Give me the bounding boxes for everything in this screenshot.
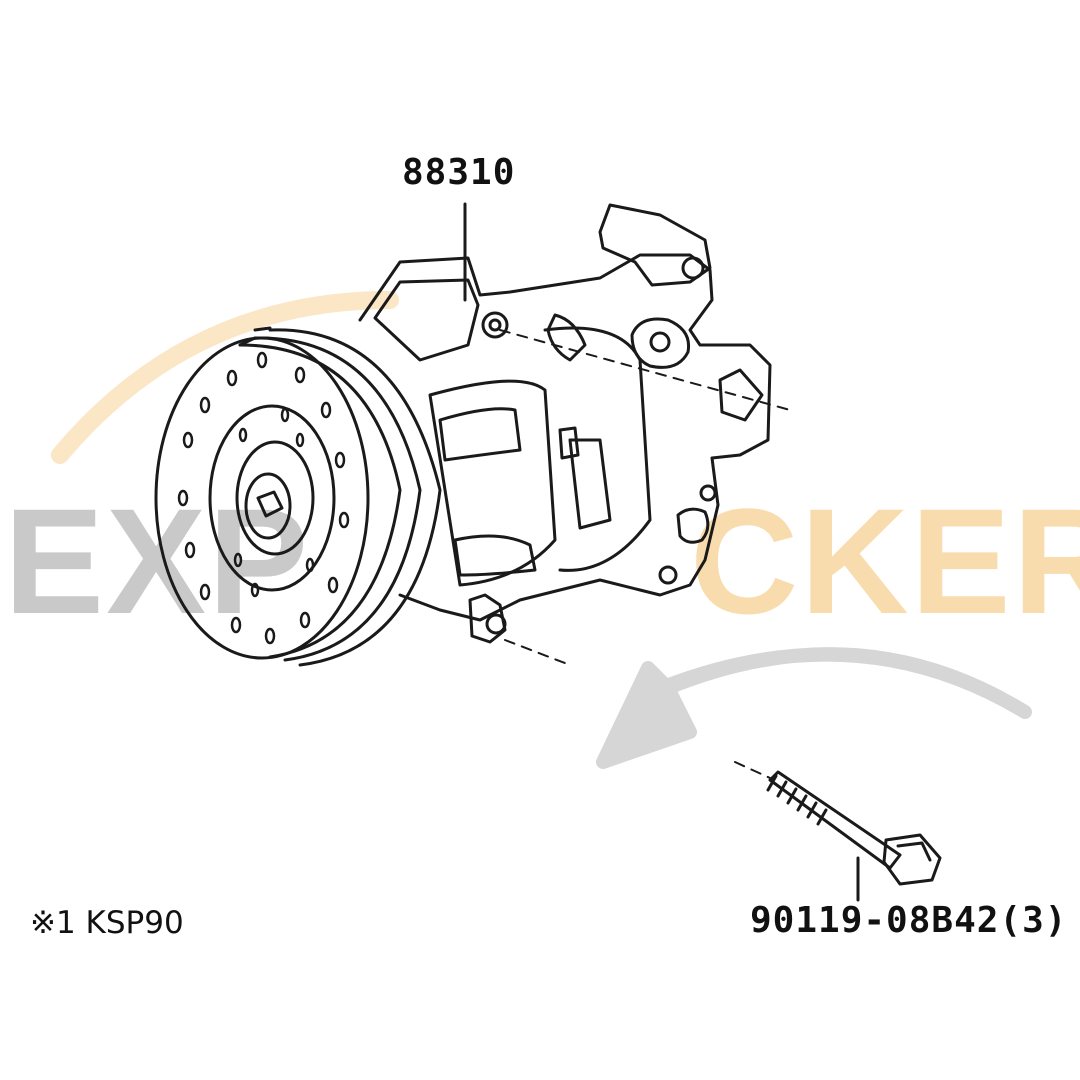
compressor-part-number: 88310 (402, 152, 516, 193)
watermark-text-right: CKER (690, 477, 1080, 645)
bottom-bolt-hole (485, 613, 507, 635)
pulley-face (154, 336, 370, 660)
top-mount-boss (598, 203, 712, 287)
mounting-bolt (766, 770, 942, 886)
pulley-rivet-holes (177, 351, 350, 645)
top-mount-bolt (681, 256, 705, 280)
watermark-return-arrow (596, 647, 1032, 769)
service-port-lower (676, 507, 710, 544)
clutch-pulley (154, 326, 442, 667)
model-note: ※1 KSP90 (30, 905, 184, 941)
left-mount-ear (373, 278, 480, 362)
axis-dash-lower (504, 639, 571, 666)
bolt-part-number: 90119-08B42(3) (750, 900, 1068, 941)
service-port-upper (630, 317, 691, 369)
bolt-head (882, 833, 942, 886)
watermark-upper-arc (51, 291, 399, 464)
axis-dash-upper (499, 329, 791, 411)
hub-nut (244, 472, 292, 540)
compressor-body (358, 203, 772, 644)
